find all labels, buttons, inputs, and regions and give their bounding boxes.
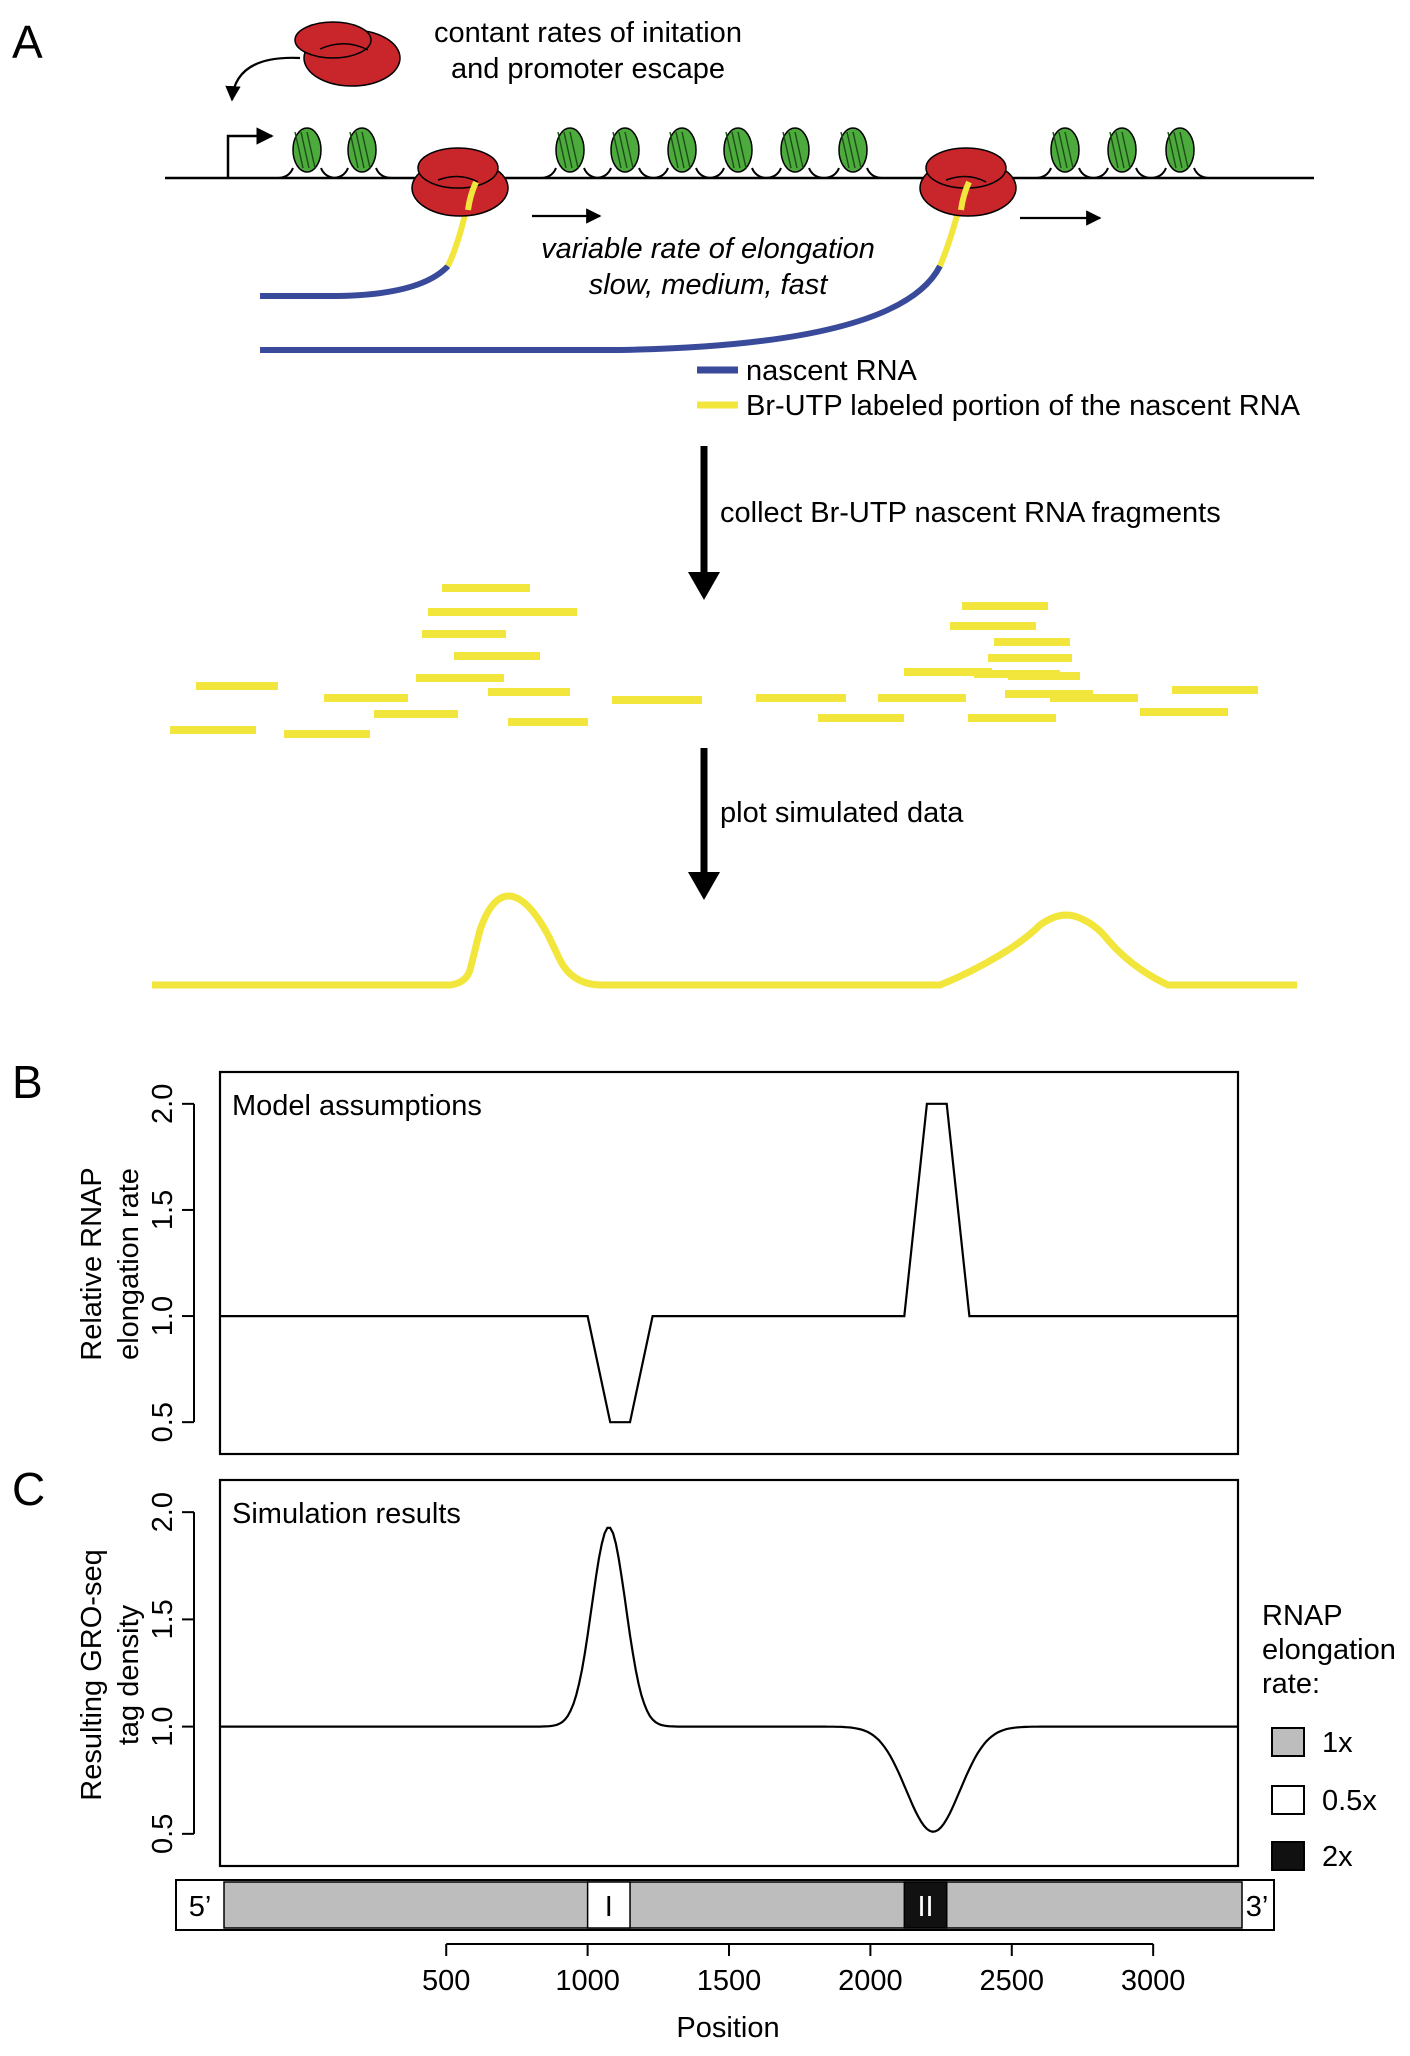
region-ii-label: II	[917, 1891, 933, 1923]
x-tick-label: 1000	[555, 1965, 620, 1997]
nucleosome-icon	[764, 127, 826, 179]
panel-c-label: C	[12, 1463, 45, 1515]
panel-b-label: B	[12, 1056, 43, 1108]
panel-b-series-line	[220, 1102, 1238, 1424]
region-i-label: I	[605, 1891, 613, 1923]
nucleosome-icon	[1091, 127, 1153, 179]
free-polymerase	[294, 21, 401, 87]
nucleosome-icon	[1034, 127, 1096, 179]
x-tick-label: 2500	[980, 1965, 1045, 1997]
panel-b-title: Model assumptions	[232, 1090, 482, 1122]
nucleosome-icon	[276, 127, 338, 179]
legend-label-1x: 1x	[1322, 1727, 1353, 1759]
nascent-rna-short	[260, 263, 451, 299]
nucleosome-icon	[539, 127, 601, 179]
rate-legend: RNAP elongation rate: 1x 0.5x 2x	[1262, 1600, 1396, 1873]
panel-c-y-axis: 0.5 1.0 1.5 2.0	[147, 1492, 195, 1854]
y-tick-label: 2.0	[147, 1492, 179, 1532]
step1-arrowhead	[688, 572, 720, 600]
y-tick-label: 2.0	[147, 1084, 179, 1124]
three-prime-label: 3’	[1246, 1891, 1269, 1923]
initiation-note-line2: and promoter escape	[451, 53, 725, 85]
legend-swatch-1x	[1271, 1727, 1305, 1757]
region-ii-box	[903, 1881, 948, 1929]
step1-label: collect Br-UTP nascent RNA fragments	[720, 497, 1221, 529]
y-tick-label: 1.0	[147, 1296, 179, 1336]
promoter-arrow-icon	[226, 127, 274, 178]
panel-b-plot-frame	[218, 1070, 1240, 1456]
polymerase-1	[411, 147, 509, 217]
gene-bar: 5’ 3’ I II	[175, 1879, 1275, 1931]
recruitment-arrow	[225, 56, 301, 102]
x-tick-label: 1500	[697, 1965, 762, 1997]
legend-swatch-0-5x	[1271, 1785, 1305, 1815]
panel-c-series-line	[220, 1526, 1238, 1833]
nucleosome-icon	[822, 127, 884, 179]
five-prime-label: 5’	[189, 1891, 212, 1923]
x-tick-label: 500	[422, 1965, 470, 1997]
x-tick-label: 3000	[1121, 1965, 1186, 1997]
legend-label-0-5x: 0.5x	[1322, 1785, 1377, 1817]
nucleosome-icon	[651, 127, 713, 179]
x-tick-label: 2000	[838, 1965, 903, 1997]
legend-label-rna: nascent RNA	[746, 355, 918, 387]
nucleosome-icon	[331, 127, 393, 179]
rate-legend-title-line1: RNAP	[1262, 1600, 1343, 1632]
rna-fragments	[170, 584, 1258, 738]
step2-arrowhead	[688, 872, 720, 900]
panel-c-ylabel-line2: tag density	[113, 1604, 145, 1745]
region-i-box	[586, 1881, 631, 1929]
rate-legend-title-line3: rate:	[1262, 1668, 1320, 1700]
y-tick-label: 1.0	[147, 1706, 179, 1746]
panel-c-title: Simulation results	[232, 1498, 461, 1530]
elongation-note-line1: variable rate of elongation	[541, 233, 875, 265]
y-tick-label: 0.5	[147, 1402, 179, 1442]
panel-c-plot-frame	[218, 1478, 1240, 1868]
y-tick-label: 1.5	[147, 1599, 179, 1639]
labeled-rna-long-tip	[958, 180, 972, 211]
legend-swatch-2x	[1271, 1841, 1305, 1871]
panel-b-y-axis: 0.5 1.0 1.5 2.0	[147, 1084, 195, 1442]
nucleosome-icon	[707, 127, 769, 179]
step2-label: plot simulated data	[720, 797, 964, 829]
x-axis: 500 1000 1500 2000 2500 3000	[422, 1943, 1186, 1997]
simulated-profile	[152, 892, 1297, 989]
panel-b-ylabel-line2: elongation rate	[113, 1168, 145, 1360]
initiation-note-line1: contant rates of initation	[434, 17, 742, 49]
y-tick-label: 1.5	[147, 1190, 179, 1230]
nascent-rna-long	[260, 264, 943, 353]
panel-b-ylabel-line1: Relative RNAP	[76, 1167, 108, 1360]
legend-label-2x: 2x	[1322, 1841, 1353, 1873]
nucleosome-group	[276, 127, 1211, 179]
nucleosome-icon	[594, 127, 656, 179]
elongation-note-line2: slow, medium, fast	[589, 269, 829, 301]
nascent-rna-group	[260, 181, 968, 353]
y-tick-label: 0.5	[147, 1814, 179, 1854]
dna-strand	[165, 127, 1314, 180]
labeled-rna-short-tip	[465, 180, 479, 211]
panel-c-ylabel-line1: Resulting GRO-seq	[76, 1549, 108, 1800]
x-axis-title: Position	[676, 2012, 779, 2044]
legend-label-brutp: Br-UTP labeled portion of the nascent RN…	[746, 390, 1301, 422]
rate-legend-title-line2: elongation	[1262, 1634, 1396, 1666]
nucleosome-icon	[1149, 127, 1211, 179]
panel-a-label: A	[12, 16, 43, 68]
